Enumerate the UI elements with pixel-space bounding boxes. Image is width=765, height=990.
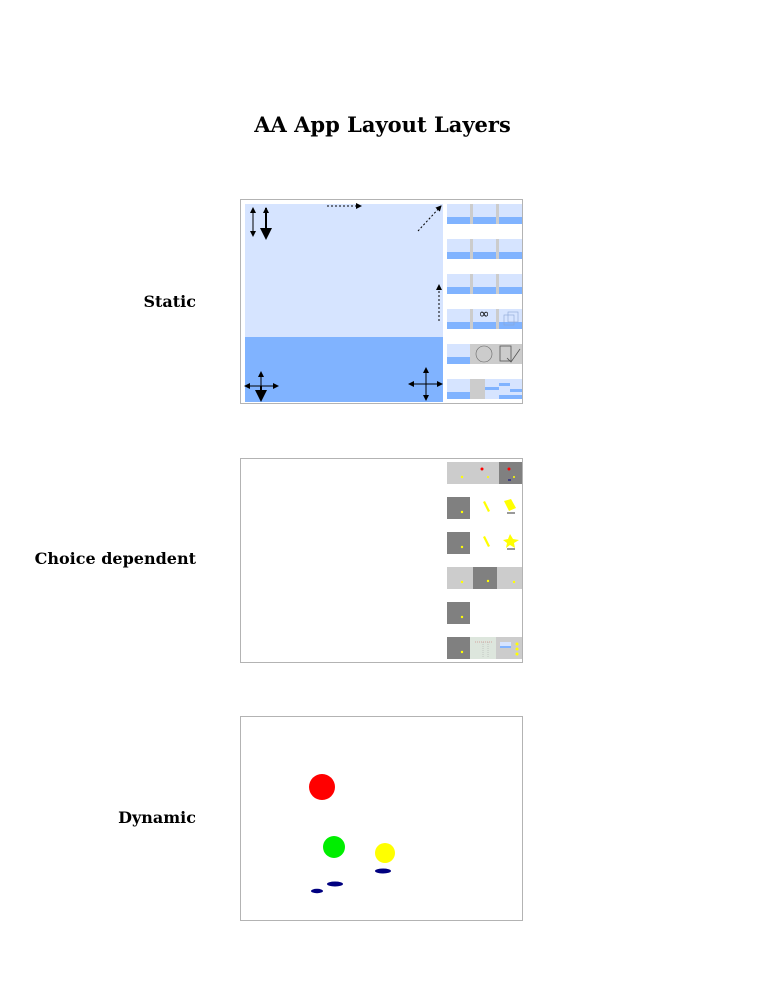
choice-row-4 [447, 567, 522, 589]
choice-row-5 [447, 602, 470, 624]
ball-shadow [375, 868, 391, 874]
yellow-ball [375, 843, 395, 863]
ball-shadow [327, 881, 343, 887]
static-layer-panel: ∞ [240, 199, 523, 404]
move-cross-arrows-icon-right [408, 367, 443, 401]
choice-row-2 [447, 497, 516, 519]
choice-dependent-layer-panel [240, 458, 523, 663]
static-layer-diagram: ∞ [244, 203, 522, 402]
canvas-floor [245, 337, 443, 402]
move-cross-arrows-icon-left [244, 371, 279, 402]
choice-row-3 [447, 532, 519, 554]
choice-row-6 [447, 637, 522, 659]
canvas-sky [245, 204, 443, 337]
red-ball [309, 774, 335, 800]
dynamic-layer-panel [240, 716, 523, 921]
dynamic-layer-diagram [309, 774, 395, 894]
diagonal-dotted-arrow-icon [417, 205, 442, 232]
thumbnail-grid-static [447, 204, 522, 399]
infinity-symbol: ∞ [479, 307, 490, 322]
layer-label-static: Static [143, 292, 196, 311]
ball-shadow [311, 888, 323, 894]
layer-label-dynamic: Dynamic [118, 808, 196, 827]
page-title: AA App Layout Layers [254, 112, 511, 137]
green-ball [323, 836, 345, 858]
choice-dependent-diagram [447, 462, 522, 659]
vertical-resize-arrows-icon [250, 207, 272, 240]
layer-label-choice-dependent: Choice dependent [34, 549, 196, 568]
choice-row-1 [447, 462, 522, 484]
